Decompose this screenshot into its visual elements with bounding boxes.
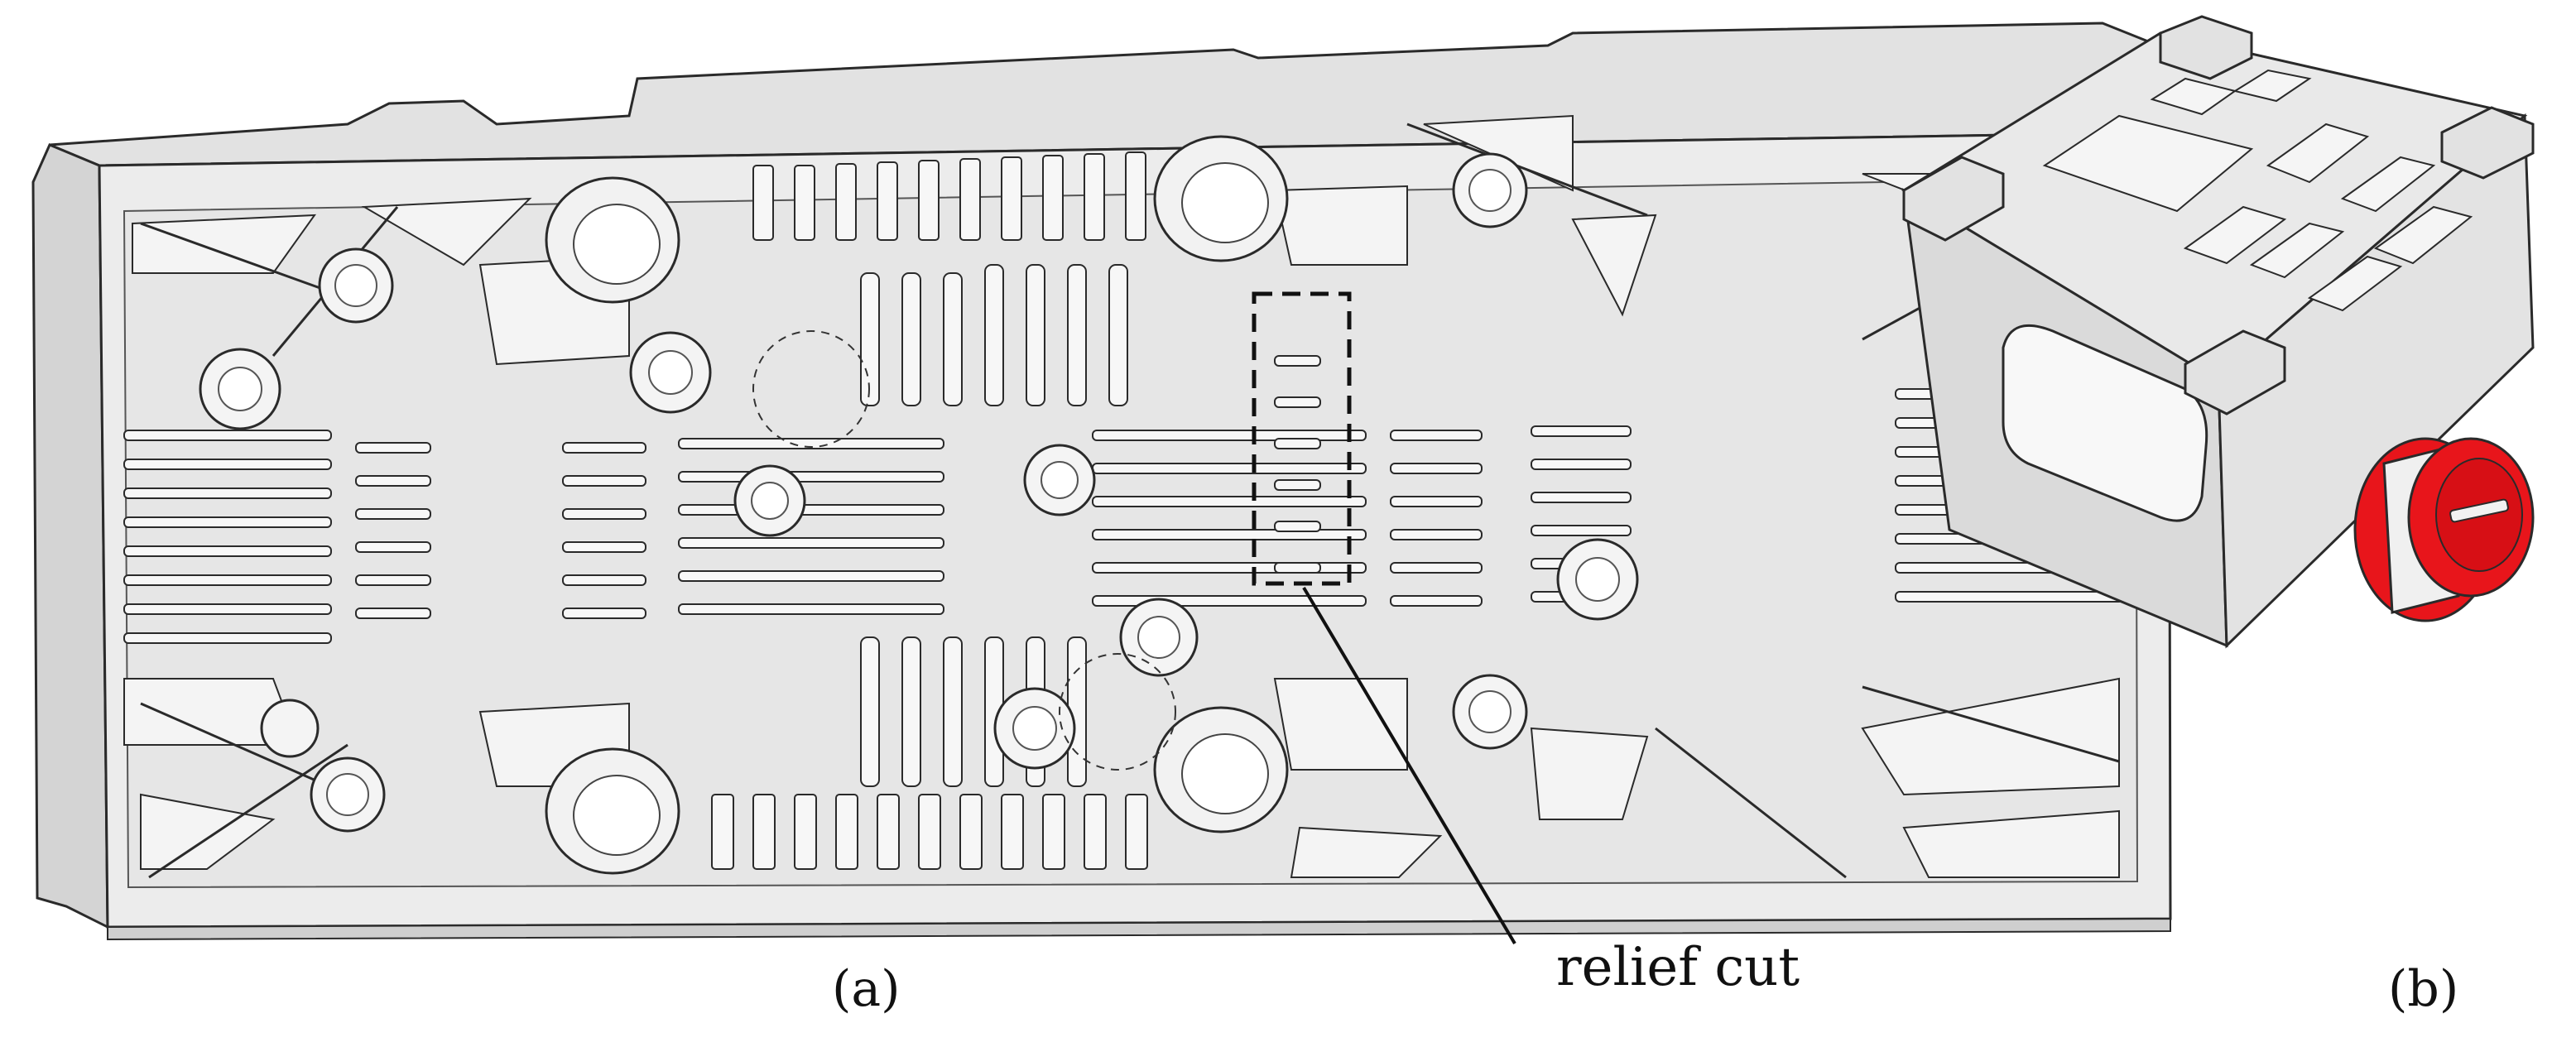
box-right-face (2217, 113, 2535, 649)
plate-bottom-edge (107, 917, 2171, 941)
panel-b-caption: (b) (2388, 960, 2458, 1018)
box-top-pockets (2042, 69, 2473, 312)
large-hole-bores (573, 162, 1269, 856)
panel-a-plate-part (31, 22, 2172, 941)
callout-leader-line (1302, 586, 1516, 945)
box-clips (1902, 15, 2535, 415)
panel-b-box-part (1901, 15, 2574, 687)
radial-rib-patterns (752, 330, 1176, 771)
center-grid-ribs (355, 425, 1632, 619)
relief-cut-label: relief cut (1556, 937, 1800, 998)
small-hole-bores (218, 169, 1620, 816)
top-vertical-slots (752, 151, 1146, 241)
plate-side-face (31, 143, 109, 929)
panel-a-caption: (a) (832, 960, 901, 1018)
relief-cut-region (1252, 291, 1352, 586)
left-horizontal-ribs (123, 430, 332, 644)
box-side-opening (2002, 324, 2208, 522)
middle-vertical-slots (860, 264, 1128, 787)
red-cap-fitting (2353, 437, 2535, 622)
relief-cut-dashed-box (1252, 291, 1352, 586)
bottom-vertical-slots (711, 794, 1148, 870)
